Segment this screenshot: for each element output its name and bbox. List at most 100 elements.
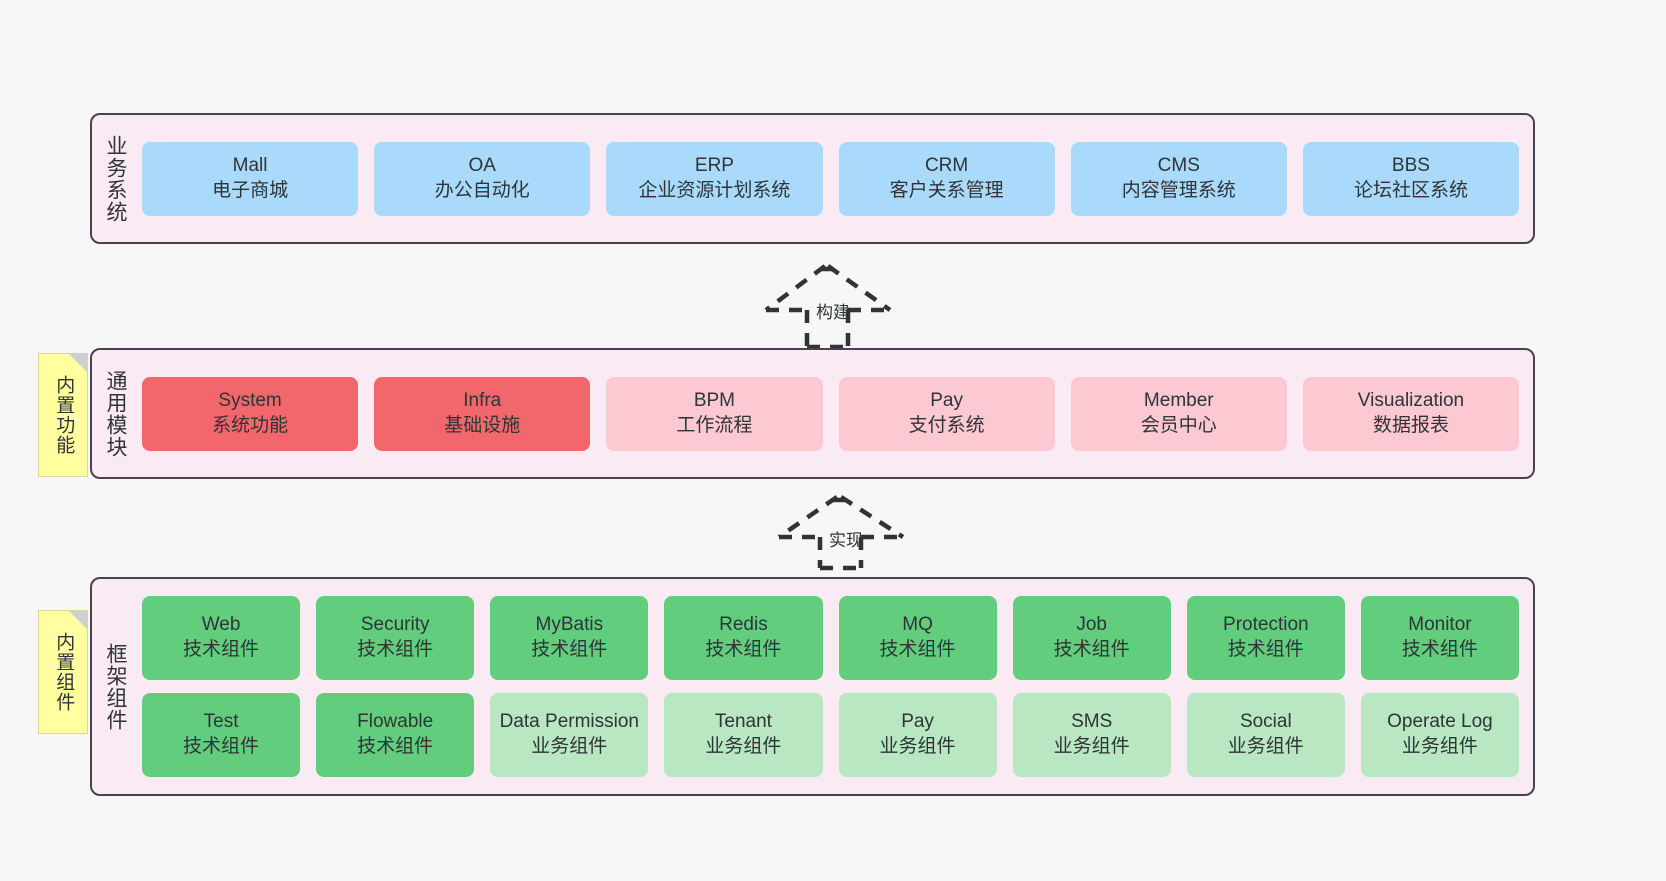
sticky-note-label: 内置功能 <box>53 375 75 455</box>
node-title: Security <box>360 614 430 636</box>
node-subtitle: 技术组件 <box>1227 639 1304 660</box>
node-web[interactable]: Web 技术组件 <box>142 596 301 680</box>
node-pay-module[interactable]: Pay 支付系统 <box>838 376 1055 451</box>
node-title: Infra <box>463 389 502 411</box>
layer-body-framework-components: Web 技术组件 Security 技术组件 MyBatis 技术组件 Redi… <box>138 579 1533 794</box>
sticky-note-builtin-features: 内置功能 <box>38 353 88 477</box>
node-subtitle: 客户关系管理 <box>889 179 1004 201</box>
node-test[interactable]: Test 技术组件 <box>142 693 301 777</box>
node-subtitle: 内容管理系统 <box>1121 179 1236 201</box>
node-bpm[interactable]: BPM 工作流程 <box>606 376 823 451</box>
node-title: CRM <box>924 154 969 176</box>
node-title: Pay <box>901 711 934 733</box>
node-protection[interactable]: Protection 技术组件 <box>1186 596 1345 680</box>
node-title: OA <box>468 154 496 176</box>
node-title: SMS <box>1071 711 1113 733</box>
node-redis[interactable]: Redis 技术组件 <box>664 596 823 680</box>
node-tenant[interactable]: Tenant 业务组件 <box>664 693 823 777</box>
node-subtitle: 业务组件 <box>1053 736 1130 757</box>
node-title: Member <box>1143 389 1214 411</box>
layer-body-common-modules: System 系统功能 Infra 基础设施 BPM 工作流程 Pay 支付系统… <box>138 350 1533 477</box>
node-crm[interactable]: CRM 客户关系管理 <box>838 141 1055 216</box>
node-monitor[interactable]: Monitor 技术组件 <box>1360 596 1519 680</box>
node-subtitle: 技术组件 <box>1401 639 1478 660</box>
node-subtitle: 技术组件 <box>183 639 260 660</box>
sticky-note-label: 内置组件 <box>53 632 75 712</box>
node-system[interactable]: System 系统功能 <box>142 376 359 451</box>
node-subtitle: 技术组件 <box>879 639 956 660</box>
layer-business-systems: 业务系统 Mall 电子商城 OA 办公自动化 ERP 企业资源计划系统 CRM… <box>90 113 1535 244</box>
node-infra[interactable]: Infra 基础设施 <box>374 376 591 451</box>
node-subtitle: 技术组件 <box>1053 639 1130 660</box>
node-title: ERP <box>694 154 734 176</box>
node-member[interactable]: Member 会员中心 <box>1070 376 1287 451</box>
node-title: Mall <box>232 154 268 176</box>
node-subtitle: 业务组件 <box>879 736 956 757</box>
node-title: System <box>218 389 282 411</box>
node-title: Operate Log <box>1387 711 1493 733</box>
node-data-permission[interactable]: Data Permission 业务组件 <box>490 693 649 777</box>
node-subtitle: 支付系统 <box>908 414 985 436</box>
node-title: BPM <box>693 389 736 411</box>
node-subtitle: 技术组件 <box>705 639 782 660</box>
node-subtitle: 技术组件 <box>183 736 260 757</box>
node-flowable[interactable]: Flowable 技术组件 <box>316 693 475 777</box>
node-subtitle: 业务组件 <box>1401 736 1478 757</box>
node-social[interactable]: Social 业务组件 <box>1186 693 1345 777</box>
node-job[interactable]: Job 技术组件 <box>1012 596 1171 680</box>
node-security[interactable]: Security 技术组件 <box>316 596 475 680</box>
layer-row: Mall 电子商城 OA 办公自动化 ERP 企业资源计划系统 CRM 客户关系… <box>142 141 1520 216</box>
layer-title-framework-components: 框架组件 <box>103 642 127 731</box>
connector-implement: 实现 <box>775 493 925 571</box>
node-visualization[interactable]: Visualization 数据报表 <box>1302 376 1520 451</box>
node-subtitle: 会员中心 <box>1140 414 1217 436</box>
node-title: Flowable <box>357 711 434 733</box>
layer-title-common-modules: 通用模块 <box>103 369 127 458</box>
node-title: Job <box>1076 614 1107 636</box>
node-subtitle: 业务组件 <box>705 736 782 757</box>
dashed-hollow-arrow-up-icon <box>764 264 892 350</box>
node-subtitle: 企业资源计划系统 <box>638 179 791 201</box>
node-title: Tenant <box>714 711 772 733</box>
node-cms[interactable]: CMS 内容管理系统 <box>1070 141 1287 216</box>
node-title: Monitor <box>1408 614 1472 636</box>
node-bbs[interactable]: BBS 论坛社区系统 <box>1302 141 1520 216</box>
node-subtitle: 业务组件 <box>1227 736 1304 757</box>
node-erp[interactable]: ERP 企业资源计划系统 <box>606 141 823 216</box>
node-sms[interactable]: SMS 业务组件 <box>1012 693 1171 777</box>
node-title: Data Permission <box>499 711 639 733</box>
connector-build: 构建 <box>760 262 910 350</box>
node-subtitle: 办公自动化 <box>434 179 530 201</box>
node-subtitle: 工作流程 <box>676 414 753 436</box>
connector-build-label: 构建 <box>816 303 850 322</box>
node-title: Social <box>1239 711 1292 733</box>
node-subtitle: 电子商城 <box>212 179 289 201</box>
node-title: MyBatis <box>535 614 604 636</box>
node-title: Test <box>203 711 239 733</box>
dashed-hollow-arrow-up-icon <box>777 495 905 571</box>
node-oa[interactable]: OA 办公自动化 <box>374 141 591 216</box>
sticky-note-builtin-components: 内置组件 <box>38 610 88 734</box>
node-subtitle: 技术组件 <box>357 736 434 757</box>
node-pay-component[interactable]: Pay 业务组件 <box>838 693 997 777</box>
node-title: Web <box>201 614 241 636</box>
node-operate-log[interactable]: Operate Log 业务组件 <box>1360 693 1519 777</box>
node-subtitle: 技术组件 <box>357 639 434 660</box>
node-title: Redis <box>719 614 768 636</box>
node-title: Protection <box>1223 614 1309 636</box>
node-title: MQ <box>902 614 933 636</box>
node-mq[interactable]: MQ 技术组件 <box>838 596 997 680</box>
node-mall[interactable]: Mall 电子商城 <box>142 141 359 216</box>
node-subtitle: 基础设施 <box>444 414 521 436</box>
layer-common-modules: 通用模块 System 系统功能 Infra 基础设施 BPM 工作流程 Pay… <box>90 348 1535 479</box>
layer-row-tech: Web 技术组件 Security 技术组件 MyBatis 技术组件 Redi… <box>142 596 1519 680</box>
node-subtitle: 论坛社区系统 <box>1353 179 1468 201</box>
node-mybatis[interactable]: MyBatis 技术组件 <box>490 596 649 680</box>
connector-implement-label: 实现 <box>829 531 863 550</box>
layer-title-business-systems: 业务系统 <box>103 134 127 223</box>
node-title: BBS <box>1391 154 1430 176</box>
node-subtitle: 技术组件 <box>531 639 608 660</box>
layer-row-biz: Test 技术组件 Flowable 技术组件 Data Permission … <box>142 693 1519 777</box>
node-subtitle: 系统功能 <box>212 414 289 436</box>
node-title: CMS <box>1157 154 1200 176</box>
